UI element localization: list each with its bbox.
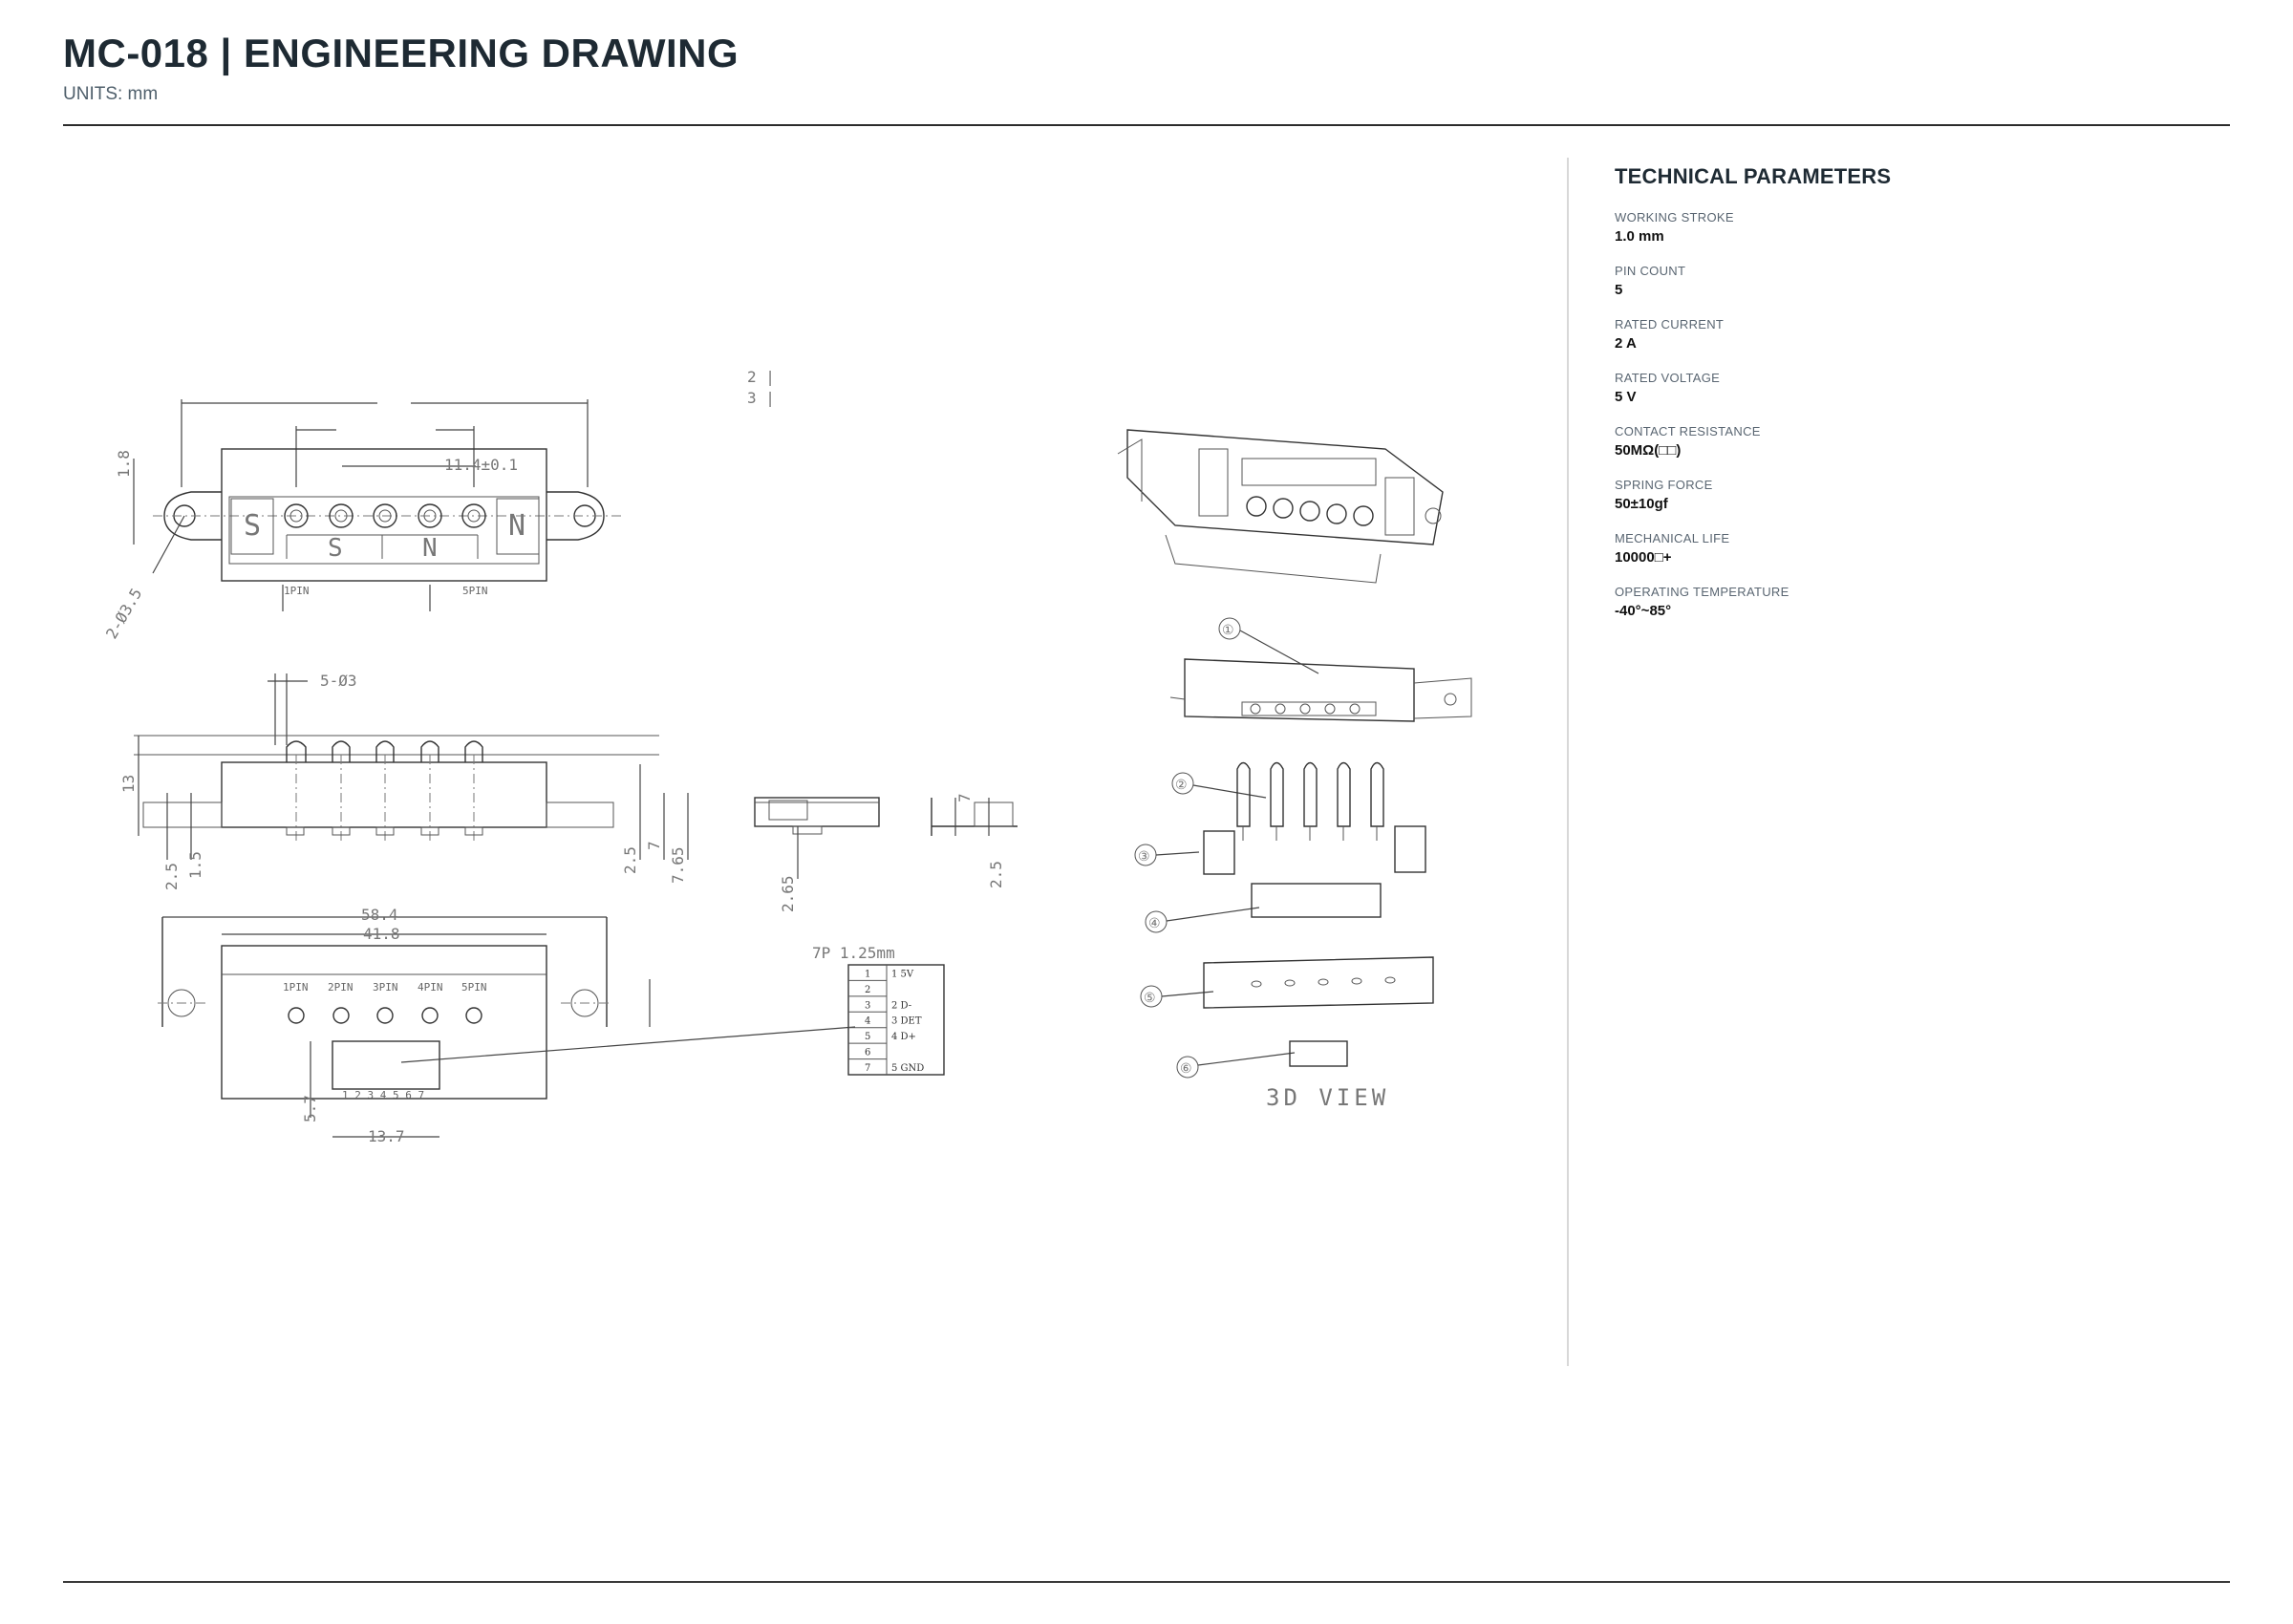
- dim-top-height: 1.8: [115, 450, 133, 478]
- dim-end-a: 7: [955, 793, 974, 802]
- engineering-drawing: 11.4±0.1 1.8 S S N N 1PIN 5PIN: [57, 344, 1529, 1146]
- wiring-signal: 4 D+: [891, 1032, 916, 1042]
- dim-end-b: 2.5: [987, 861, 1005, 888]
- footer-divider: [63, 1581, 2230, 1583]
- dim-side-base-b: 1.5: [186, 851, 204, 879]
- section-view: 2.65: [754, 797, 880, 912]
- front-view: 58.4 41.8 1PIN 2PIN 3PIN 4PIN 5PIN 1 2 3…: [158, 906, 856, 1145]
- parameter-value: 1.0 mm: [1615, 228, 1664, 245]
- polarity-n2: N: [508, 509, 525, 543]
- top-pin-last: 5PIN: [462, 585, 488, 597]
- page-header: MC-018 | ENGINEERING DRAWING UNITS: mm: [63, 29, 2230, 105]
- callout-1: ①: [1222, 623, 1234, 638]
- wiring-pin: 5: [865, 1032, 870, 1042]
- parameter-label: SPRING FORCE: [1615, 478, 1713, 492]
- wiring-pin: 3: [865, 1000, 870, 1011]
- parameter-value: 50MΩ(□□): [1615, 442, 1682, 459]
- exploded-3d-view: ① ② ③ ④ ⑤: [1117, 429, 1472, 1111]
- front-pin-2: 2PIN: [328, 981, 354, 994]
- connector-pins: 1 2 3 4 5 6 7: [342, 1089, 424, 1101]
- parameter-item: SPRING FORCE 50±10gf: [1615, 478, 2188, 513]
- polarity-s1: S: [244, 509, 261, 543]
- wiring-table-title: 7P 1.25mm: [812, 944, 895, 962]
- front-pin-1: 1PIN: [283, 981, 309, 994]
- wiring-pin: 4: [865, 1016, 870, 1027]
- front-pin-5: 5PIN: [461, 981, 487, 994]
- parameter-item: RATED CURRENT 2 A: [1615, 317, 2188, 353]
- parameter-label: RATED VOLTAGE: [1615, 371, 1721, 385]
- dim-overall: 58.4: [361, 906, 398, 924]
- units-label: UNITS: mm: [63, 84, 159, 104]
- polarity-n1: N: [422, 534, 438, 563]
- dim-side-right-a: 2.5: [621, 846, 639, 874]
- wiring-signal: 5 GND: [891, 1063, 924, 1074]
- svg-text:2 |: 2 |: [747, 368, 775, 386]
- callout-5: ⑤: [1144, 991, 1156, 1006]
- parameter-item: MECHANICAL LIFE 10000□+: [1615, 531, 2188, 566]
- wiring-table: 7P 1.25mm 1 1 5V 2 3 2 D- 4 3 DET 5 4 D+ 6 7 5 GND: [812, 944, 945, 1076]
- panel-divider: [1567, 158, 1569, 1366]
- front-pin-3: 3PIN: [373, 981, 398, 994]
- wiring-pin: 7: [865, 1063, 870, 1074]
- svg-text:3 |: 3 |: [747, 389, 775, 407]
- parameter-value: 5: [1615, 282, 1623, 298]
- parameter-value: 5 V: [1615, 389, 1637, 405]
- parameter-item: PIN COUNT 5: [1615, 264, 2188, 299]
- callout-4: ④: [1148, 916, 1161, 931]
- parameter-value: 50±10gf: [1615, 496, 1668, 512]
- 3d-view-label: 3D VIEW: [1266, 1084, 1389, 1111]
- dim-connector-height: 5.7: [301, 1095, 319, 1122]
- dim-side-right-b: 7: [645, 841, 663, 850]
- callout-3: ③: [1138, 849, 1150, 865]
- wiring-signal: 2 D-: [891, 1000, 911, 1011]
- dim-mount-hole: 2-Ø3.5: [102, 585, 145, 642]
- parameter-value: 10000□+: [1615, 549, 1672, 566]
- wiring-signal: 3 DET: [891, 1016, 922, 1027]
- dim-section: 2.65: [779, 875, 797, 912]
- parameter-item: OPERATING TEMPERATURE -40°~85°: [1615, 585, 2188, 620]
- header-divider: [63, 124, 2230, 126]
- parameter-item: RATED VOLTAGE 5 V: [1615, 371, 2188, 406]
- parameter-label: WORKING STROKE: [1615, 210, 1734, 224]
- dim-pin-dia: 5-Ø3: [320, 672, 357, 690]
- parameter-label: PIN COUNT: [1615, 264, 1686, 278]
- dim-body: 41.8: [363, 925, 400, 943]
- callout-6: ⑥: [1180, 1061, 1192, 1077]
- wiring-pin: 2: [865, 985, 870, 995]
- polarity-s2: S: [328, 534, 343, 563]
- parameter-value: -40°~85°: [1615, 603, 1672, 619]
- dim-side-height: 13: [119, 775, 138, 793]
- dim-side-right-c: 7.65: [669, 846, 687, 884]
- parameters-heading: TECHNICAL PARAMETERS: [1615, 164, 1892, 188]
- top-view: 11.4±0.1 1.8 S S N N 1PIN 5PIN: [102, 368, 775, 642]
- parameter-label: CONTACT RESISTANCE: [1615, 424, 1761, 438]
- dim-side-base-a: 2.5: [162, 863, 181, 890]
- parameter-label: OPERATING TEMPERATURE: [1615, 585, 1789, 599]
- callout-2: ②: [1175, 778, 1188, 793]
- wiring-pin: 6: [865, 1048, 870, 1058]
- parameter-item: WORKING STROKE 1.0 mm: [1615, 210, 2188, 246]
- parameter-label: MECHANICAL LIFE: [1615, 531, 1730, 545]
- parameter-item: CONTACT RESISTANCE 50MΩ(□□): [1615, 424, 2188, 459]
- top-pin-first: 1PIN: [284, 585, 310, 597]
- wiring-signal: 1 5V: [891, 969, 914, 979]
- technical-parameters-panel: TECHNICAL PARAMETERS WORKING STROKE 1.0 m…: [1615, 164, 2188, 638]
- parameter-value: 2 A: [1615, 335, 1637, 352]
- wiring-pin: 1: [865, 969, 870, 979]
- dim-connector-width: 13.7: [368, 1127, 405, 1145]
- end-view: 7 2.5: [931, 793, 1018, 888]
- page-title: MC-018 | ENGINEERING DRAWING: [63, 31, 739, 75]
- side-view: 5-Ø3 13 2.5 1.5 2.5 7 7.65: [119, 672, 689, 890]
- parameter-label: RATED CURRENT: [1615, 317, 1725, 331]
- dim-pitch: 11.4±0.1: [444, 456, 518, 474]
- front-pin-4: 4PIN: [418, 981, 443, 994]
